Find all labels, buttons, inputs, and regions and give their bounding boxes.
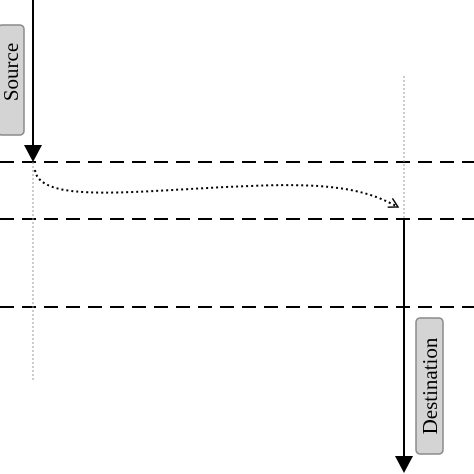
destination-arrowhead bbox=[395, 456, 413, 473]
destination-label: Destination bbox=[418, 337, 442, 434]
transfer-curve-arrow bbox=[34, 169, 400, 208]
destination-label-box: Destination bbox=[415, 317, 444, 455]
source-label-box: Source bbox=[0, 24, 25, 136]
source-label: Source bbox=[0, 43, 23, 101]
source-arrowhead bbox=[24, 145, 42, 162]
